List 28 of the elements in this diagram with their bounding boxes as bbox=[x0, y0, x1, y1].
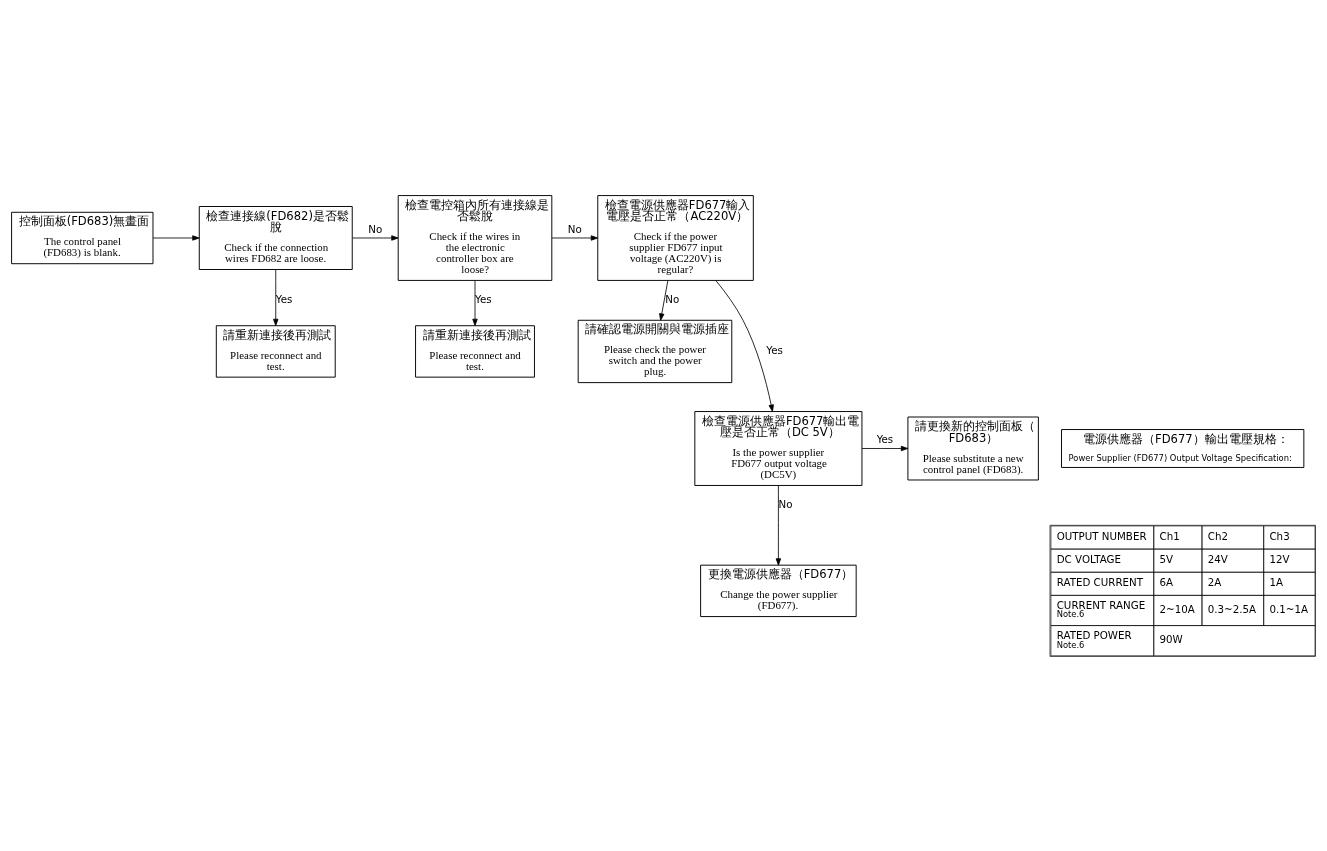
label: DC VOLTAGE bbox=[1056, 552, 1122, 565]
label: 6A bbox=[1159, 575, 1174, 588]
label: 24V bbox=[1207, 552, 1228, 565]
edge-label: Yes bbox=[275, 292, 293, 305]
label: 12V bbox=[1269, 552, 1290, 565]
label: 0.3~2.5A bbox=[1207, 602, 1257, 615]
edge-label: No bbox=[778, 497, 793, 510]
label: Ch1 bbox=[1159, 529, 1180, 542]
label: 90W bbox=[1159, 632, 1183, 645]
edge-label: No bbox=[368, 222, 383, 235]
label: RATED POWER bbox=[1056, 628, 1132, 641]
label: 1A bbox=[1269, 575, 1284, 588]
label: CURRENT RANGE bbox=[1056, 598, 1146, 611]
label: OUTPUT NUMBER bbox=[1056, 529, 1147, 542]
label: Note.6 bbox=[1056, 608, 1085, 619]
edge-label: Yes bbox=[876, 432, 894, 445]
label: RATED CURRENT bbox=[1056, 575, 1143, 588]
label: 0.1~1A bbox=[1269, 602, 1308, 615]
label: 5V bbox=[1159, 552, 1174, 565]
label: Note.6 bbox=[1056, 639, 1085, 650]
label: 2A bbox=[1207, 575, 1222, 588]
edge-label: No bbox=[567, 222, 582, 235]
edge-label: Yes bbox=[766, 343, 783, 356]
edge-label: Yes bbox=[475, 292, 492, 305]
edge-label: No bbox=[665, 292, 680, 305]
label: Ch2 bbox=[1207, 529, 1228, 542]
label: 2~10A bbox=[1159, 602, 1195, 615]
label: Ch3 bbox=[1269, 529, 1290, 542]
